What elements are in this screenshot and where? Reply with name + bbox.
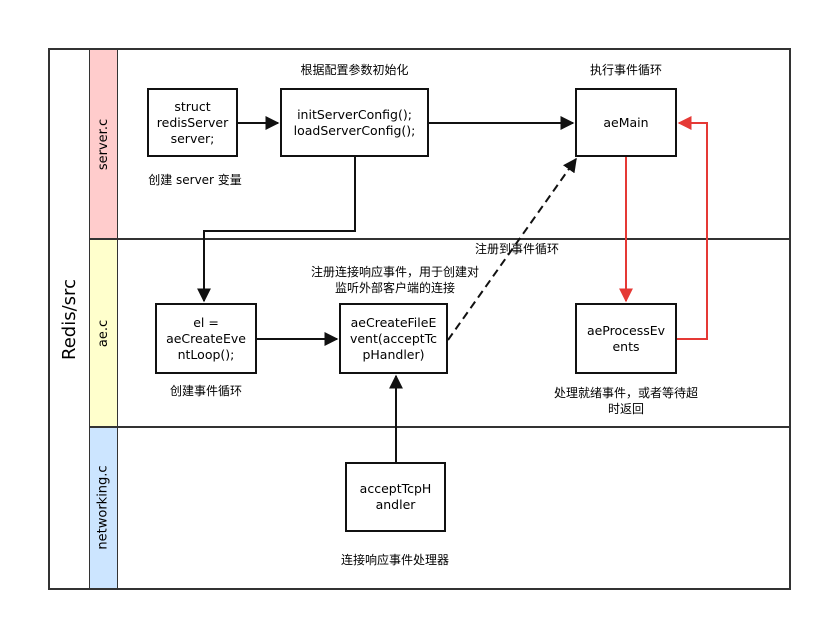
node-struct-server: struct redisServer server; (147, 88, 238, 157)
node-accept-handler: acceptTcpH andler (345, 462, 446, 532)
note-create-loop: 创建事件循环 (169, 384, 242, 398)
edge-process-back-to-aemain (677, 116, 708, 340)
edge-filevent-to-aemain-dashed (447, 157, 577, 341)
note-init: 根据配置参数初始化 (300, 63, 409, 77)
lane-networking-bg (89, 427, 118, 588)
lane-divider-2 (89, 426, 791, 428)
note-register: 注册到事件循环 (474, 242, 559, 256)
note-server-var: 创建 server 变量 (148, 173, 242, 187)
lane-networking-label: networking.c (89, 427, 118, 588)
note-register-conn: 注册连接响应事件，用于创建对监听外部客户端的连接 (310, 265, 479, 295)
node-process-events: aeProcessEv ents (575, 303, 677, 374)
lane-ae-bg (89, 239, 118, 427)
node-init-config: initServerConfig(); loadServerConfig(); (280, 88, 429, 157)
lane-server-bg (89, 50, 118, 239)
node-el-create: el = aeCreateEve ntLoop(); (155, 303, 257, 374)
note-loop: 执行事件循环 (589, 63, 662, 77)
lane-server-label: server.c (89, 50, 118, 239)
edge-init-to-el (197, 157, 356, 303)
pool-frame (48, 48, 791, 590)
node-ae-main: aeMain (575, 88, 677, 157)
node-create-file-event: aeCreateFileE vent(acceptTc pHandler) (339, 303, 448, 374)
note-process: 处理就绪事件，或者等待超 时返回 (553, 386, 698, 416)
lane-ae-label: ae.c (89, 239, 118, 427)
note-handler: 连接响应事件处理器 (340, 553, 449, 567)
lane-divider-1 (89, 238, 791, 240)
